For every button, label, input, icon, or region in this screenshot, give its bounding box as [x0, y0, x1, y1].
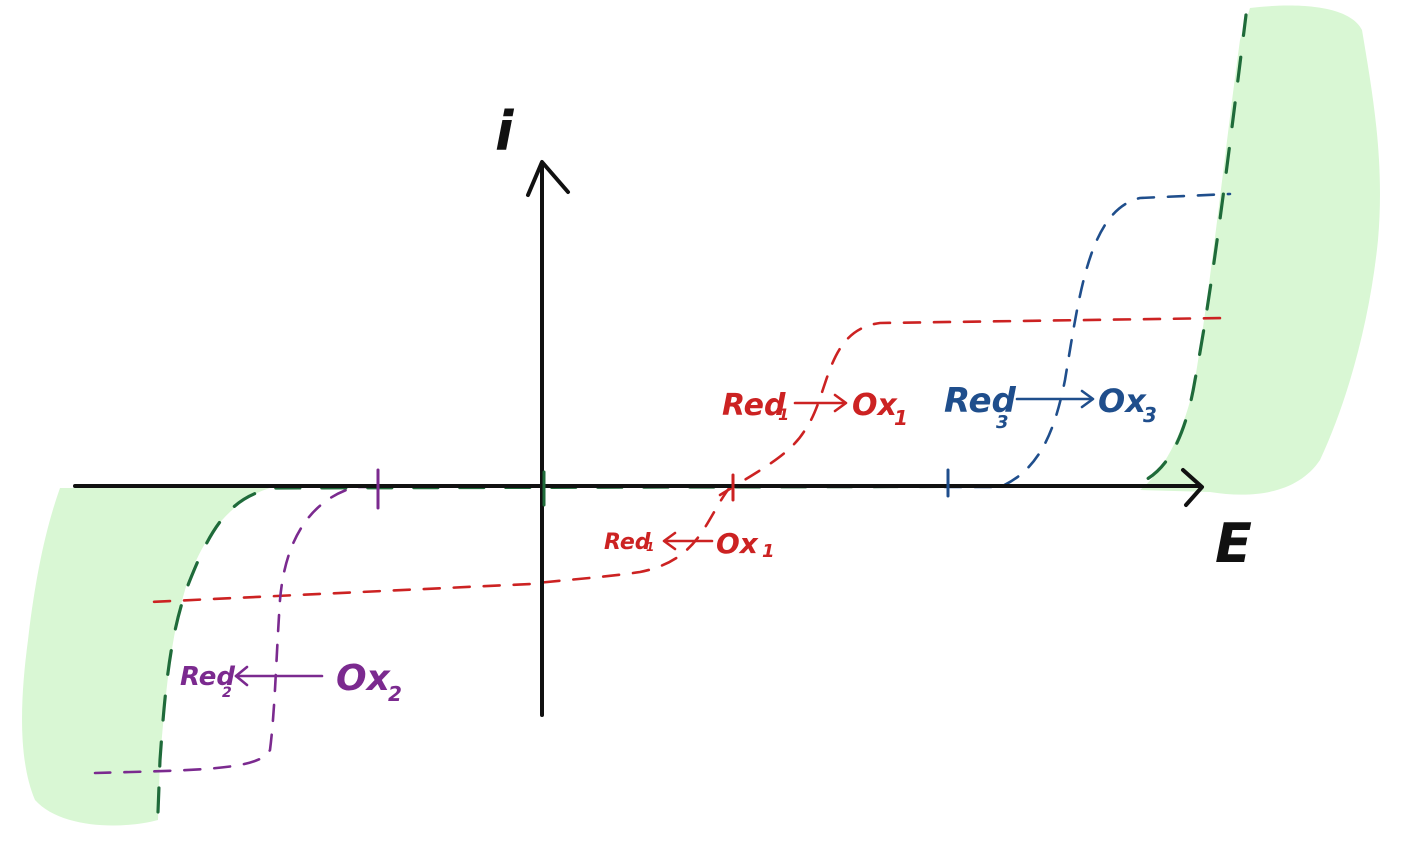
arrowhead-red2	[234, 665, 249, 687]
solvent-reduction-region	[22, 488, 271, 826]
svg-text:Red: Red	[180, 662, 235, 692]
couple2-reduction-wave	[93, 485, 377, 775]
svg-text:3: 3	[1143, 403, 1157, 427]
x-axis-arrowhead	[1181, 468, 1204, 507]
label-red1-from-ox1: Red 1 Ox 1	[604, 527, 775, 562]
label-red3-to-ox3: Red 3 Ox 3	[944, 381, 1157, 433]
svg-text:Red: Red	[944, 381, 1017, 421]
y-axis-arrowhead	[526, 160, 570, 197]
svg-text:1: 1	[778, 405, 789, 424]
svg-text:Ox: Ox	[716, 527, 759, 560]
label-red2-from-ox2: Red 2 Ox 2	[180, 658, 402, 706]
label-red1-to-ox1: Red 1 Ox 1	[722, 388, 908, 430]
svg-text:3: 3	[996, 412, 1009, 433]
svg-text:Red: Red	[604, 530, 651, 555]
arrowhead-red1	[662, 531, 677, 551]
svg-text:1: 1	[762, 541, 775, 562]
svg-text:2: 2	[222, 685, 232, 701]
svg-text:1: 1	[646, 540, 654, 554]
solvent-oxidation-region	[1140, 5, 1380, 495]
svg-text:Red: Red	[722, 388, 786, 423]
x-axis-label: E	[1215, 512, 1252, 575]
svg-text:Ox: Ox	[336, 658, 392, 699]
svg-text:1: 1	[894, 406, 908, 430]
svg-text:Ox: Ox	[852, 388, 899, 423]
arrowhead-ox3	[1080, 389, 1095, 409]
solvent-wall-curve	[156, 13, 1248, 814]
arrowhead-ox1	[833, 393, 848, 413]
svg-text:Ox: Ox	[1098, 382, 1147, 420]
svg-text:2: 2	[388, 682, 402, 706]
y-axis-label: i	[495, 100, 515, 163]
couple1-oxidation-wave	[718, 316, 1227, 497]
couple1-reduction-wave	[148, 485, 732, 604]
couple3-oxidation-wave	[943, 192, 1232, 489]
